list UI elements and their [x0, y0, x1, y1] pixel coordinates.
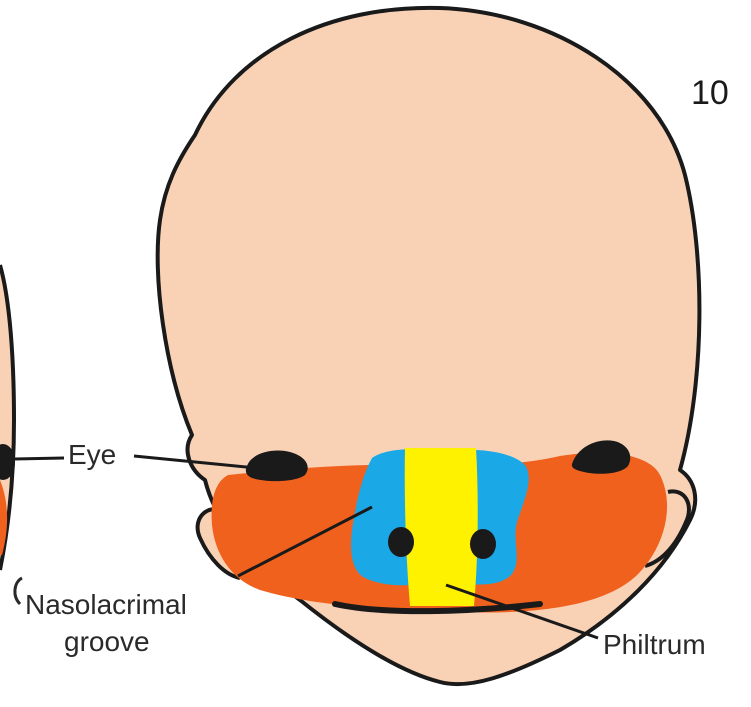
nasolacrimal-label-line2: groove: [64, 626, 150, 657]
right-nostril: [388, 527, 414, 557]
label-bracket: [15, 578, 22, 604]
adjacent-eye-leader-line: [14, 458, 64, 459]
eye-label: Eye: [68, 439, 116, 470]
nasolacrimal-label-line1: Nasolacrimal: [25, 589, 187, 620]
left-nostril: [470, 529, 496, 559]
medial-nasal-prominence: [405, 448, 478, 606]
stage-label: 10: [691, 74, 729, 112]
philtrum-label: Philtrum: [603, 629, 706, 660]
